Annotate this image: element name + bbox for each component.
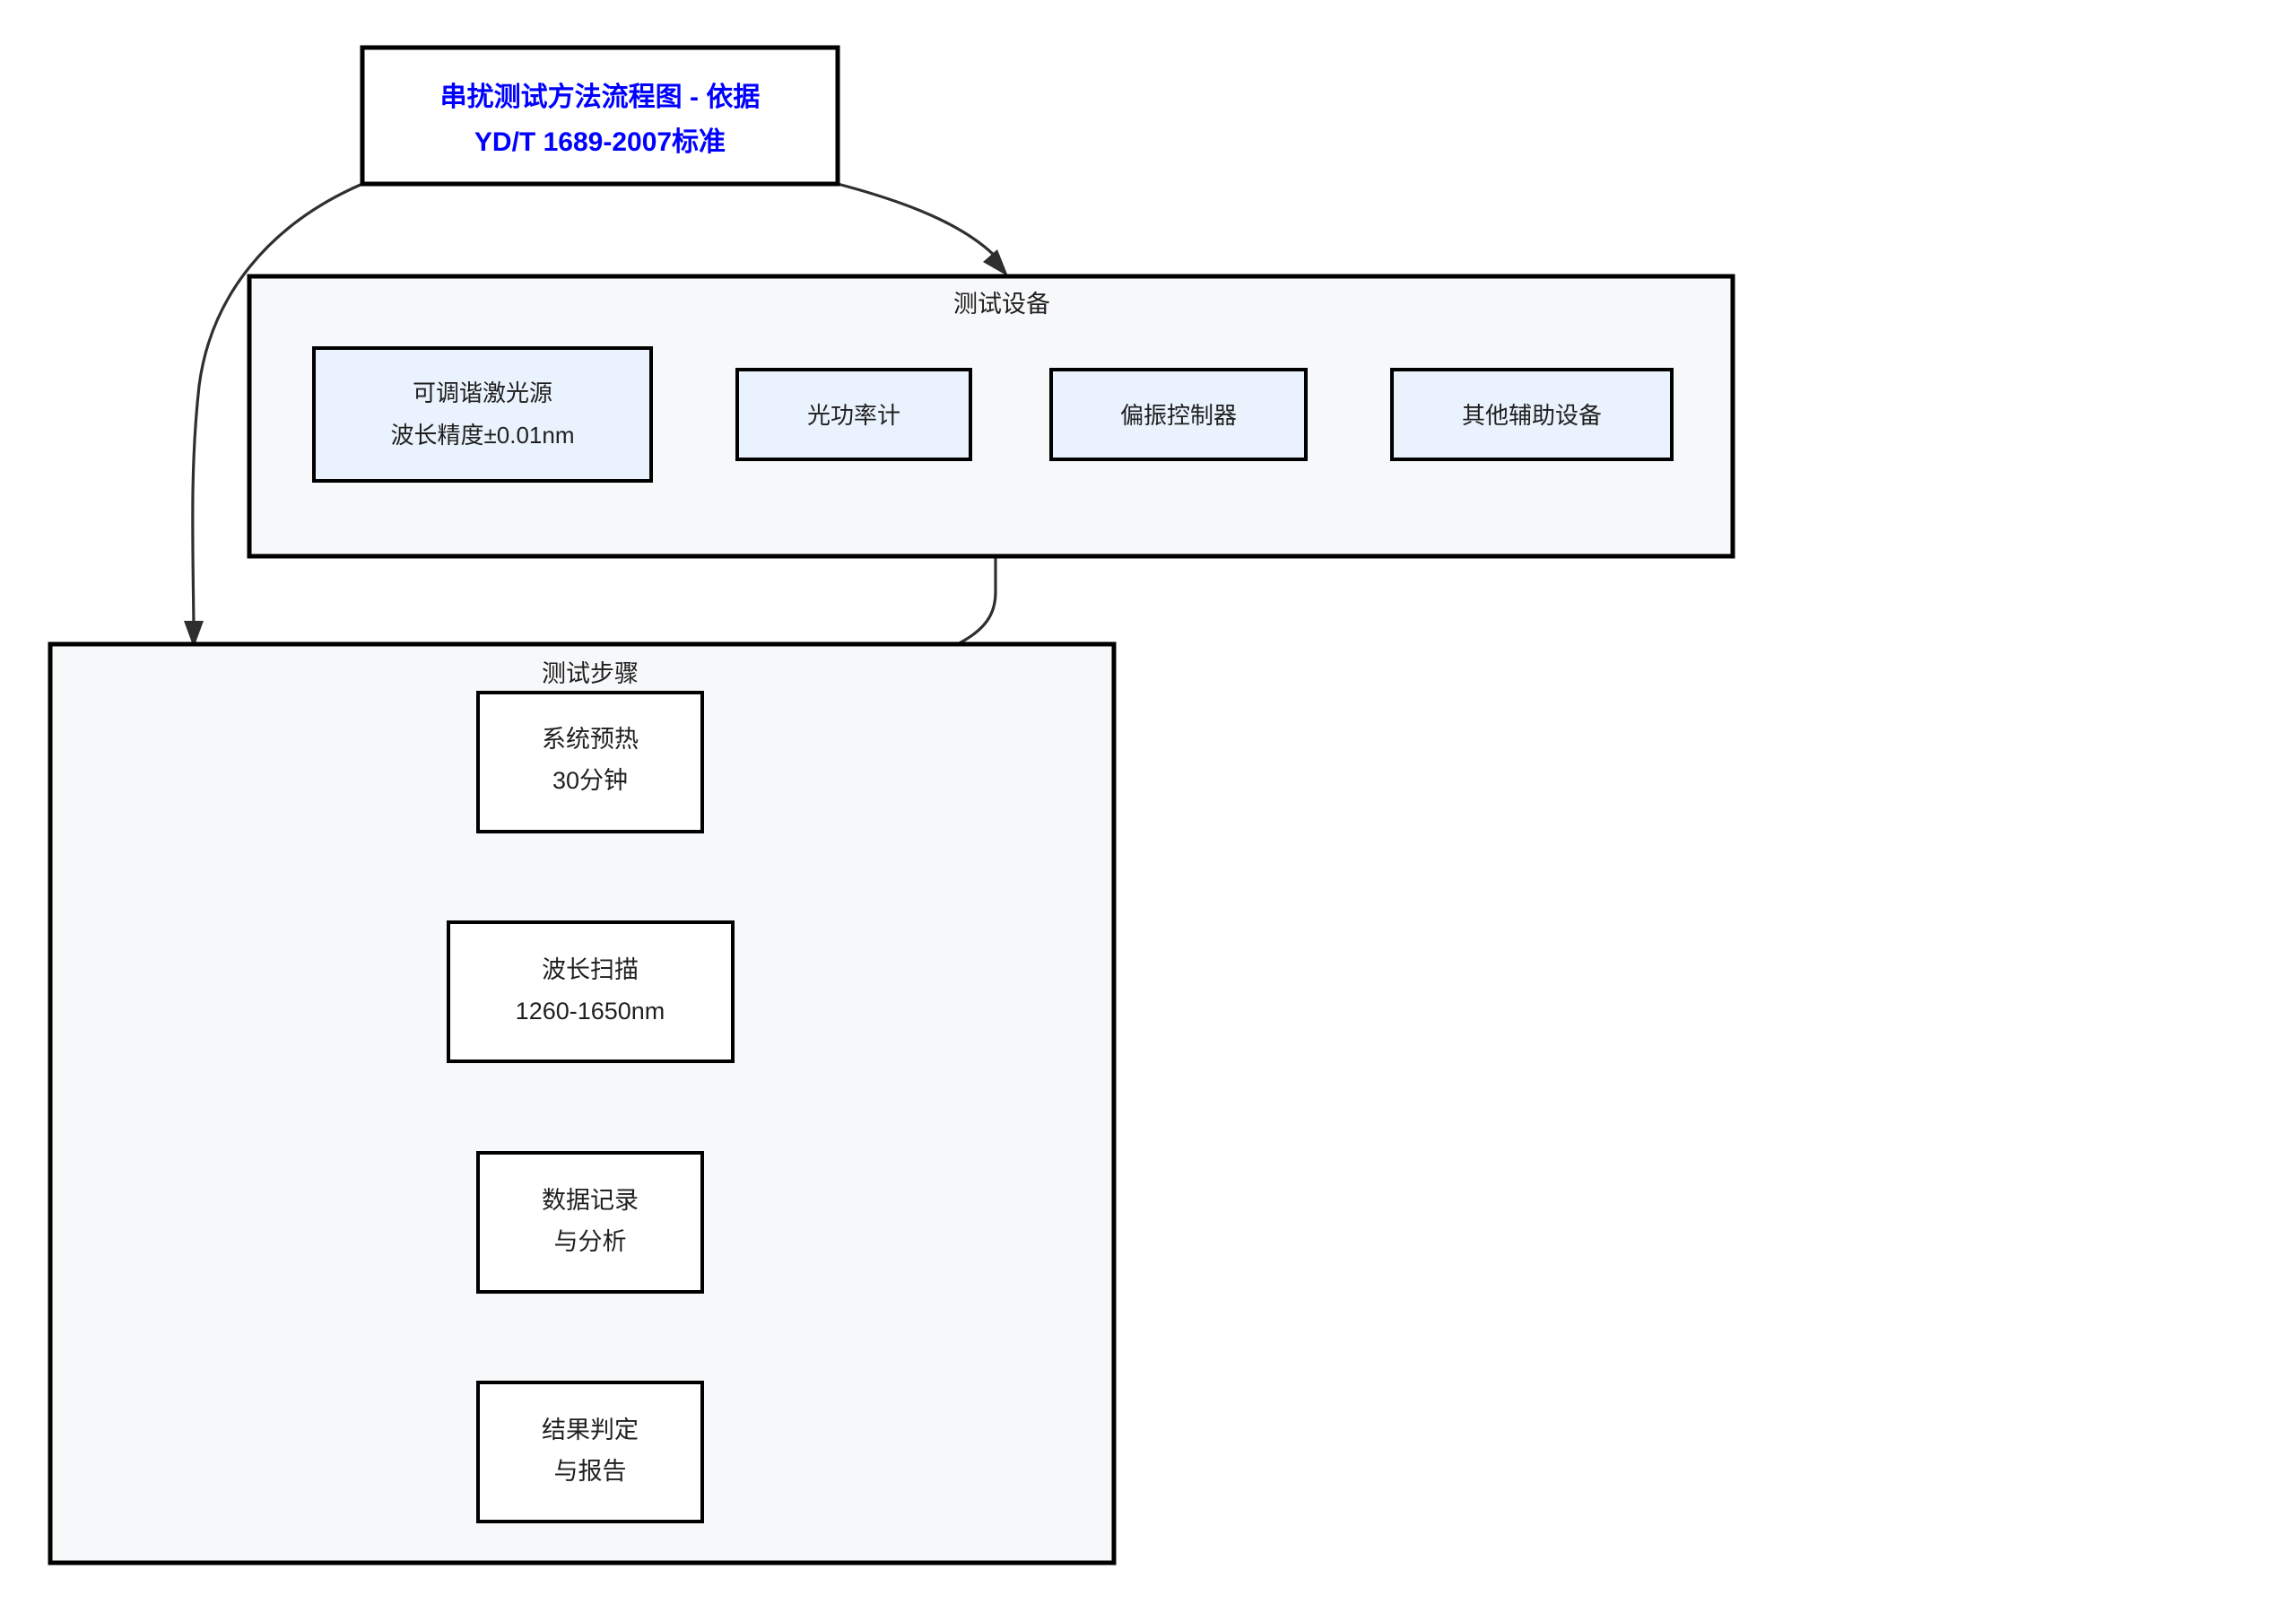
- step-box-system-warmup-rect[interactable]: [476, 691, 704, 833]
- equipment-box-optical-power-meter-rect[interactable]: [735, 368, 972, 461]
- equipment-group-label: 测试设备: [953, 291, 1050, 318]
- title-box: 串扰测试方法流程图 - 依据 YD/T 1689-2007标准: [360, 45, 840, 187]
- step-box-wavelength-scan-line-1: 波长扫描: [542, 956, 639, 983]
- equipment-box-polarization-controller-rect[interactable]: [1049, 368, 1308, 461]
- step-box-result-report-rect[interactable]: [476, 1381, 704, 1523]
- edge-title-to-steps: [184, 182, 363, 648]
- step-box-result-report-line-2: 与报告: [554, 1458, 627, 1485]
- title-line-2: YD/T 1689-2007标准: [474, 127, 726, 157]
- edge-title-to-equipment-arrowhead: [983, 249, 1008, 276]
- edge-title-to-steps-arrowhead: [184, 621, 204, 648]
- equipment-box-tunable-laser-source[interactable]: 可调谐激光源 波长精度±0.01nm: [312, 346, 653, 483]
- step-box-wavelength-scan[interactable]: 波长扫描 1260-1650nm: [447, 920, 735, 1063]
- equipment-box-polarization-controller-line-1: 偏振控制器: [1120, 402, 1237, 429]
- equipment-box-other-auxiliary[interactable]: 其他辅助设备: [1390, 368, 1674, 461]
- step-box-data-record-line-2: 与分析: [554, 1228, 627, 1255]
- step-box-system-warmup-line-1: 系统预热: [542, 726, 639, 753]
- equipment-box-polarization-controller[interactable]: 偏振控制器: [1049, 368, 1308, 461]
- equipment-box-optical-power-meter[interactable]: 光功率计: [735, 368, 972, 461]
- equipment-box-tunable-laser-source-rect[interactable]: [312, 346, 653, 483]
- edge-title-to-steps-path: [191, 182, 363, 629]
- step-box-data-record-line-1: 数据记录: [542, 1187, 639, 1214]
- equipment-box-tunable-laser-source-line-1: 可调谐激光源: [413, 379, 552, 406]
- title-line-1: 串扰测试方法流程图 - 依据: [440, 82, 761, 112]
- step-box-result-report[interactable]: 结果判定 与报告: [476, 1381, 704, 1523]
- equipment-box-other-auxiliary-line-1: 其他辅助设备: [1462, 402, 1602, 429]
- step-box-system-warmup[interactable]: 系统预热 30分钟: [476, 691, 704, 833]
- edge-title-to-equipment-path: [837, 182, 999, 260]
- steps-group-label: 测试步骤: [542, 660, 639, 687]
- step-box-wavelength-scan-rect[interactable]: [447, 920, 735, 1063]
- step-box-data-record-rect[interactable]: [476, 1151, 704, 1294]
- step-box-data-record[interactable]: 数据记录 与分析: [476, 1151, 704, 1294]
- step-box-system-warmup-line-2: 30分钟: [552, 767, 628, 794]
- equipment-box-other-auxiliary-rect[interactable]: [1390, 368, 1674, 461]
- edge-title-to-equipment: [837, 182, 1008, 276]
- equipment-group: 测试设备 可调谐激光源 波长精度±0.01nm 光功率计 偏振控制器 其他辅助设…: [247, 274, 1735, 559]
- step-box-wavelength-scan-line-2: 1260-1650nm: [516, 998, 665, 1025]
- title-box-rect: [360, 45, 840, 187]
- equipment-box-tunable-laser-source-line-2: 波长精度±0.01nm: [391, 422, 575, 449]
- equipment-box-optical-power-meter-line-1: 光功率计: [807, 402, 900, 429]
- steps-group: 测试步骤 系统预热 30分钟 波长扫描 1260-1650nm 数据记录 与分析: [48, 641, 1117, 1565]
- step-box-result-report-line-1: 结果判定: [542, 1417, 639, 1443]
